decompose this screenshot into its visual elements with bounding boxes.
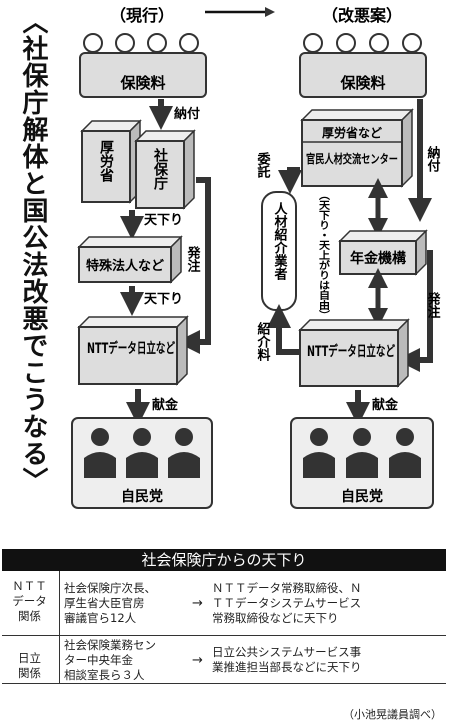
proposal-column: （改悪案） 保険料 納付 厚労省など 官民人材交流センター 委託 人材紹介業者 … — [255, 6, 442, 509]
table-row-2-to-line-2: 業推進担当部長などに天下り — [212, 660, 362, 674]
current-amakudari-label-1: 天下り — [144, 213, 183, 228]
table-row-1-to: ＮＴＴデータ常務取締役、Ｎ ＴＴデータシステムサービス 常務取締役などに天下り — [212, 581, 446, 626]
proposal-ldp-label: 自民党 — [341, 488, 383, 505]
current-sia-box — [134, 129, 196, 210]
current-ldp-members-icon — [84, 428, 200, 478]
proposal-mhlw-box — [300, 108, 414, 188]
current-sia-label: 社保庁 — [152, 147, 169, 191]
table-row-2-org-line-2: 関係 — [18, 666, 41, 680]
current-header: （現行） — [110, 6, 174, 25]
current-special-corp-box — [77, 235, 183, 284]
table-bottom-border — [2, 683, 446, 684]
table-row-2-from-line-3: 相談室長ら３人 — [64, 668, 145, 682]
current-column: （現行） 保険料 納付 厚労省 社保庁 天下り — [71, 6, 213, 509]
current-amakudari-label-2: 天下り — [144, 292, 183, 307]
table-row-1-org: ＮＴＴ データ 関係 — [2, 579, 57, 624]
table-row-1-org-line-1: ＮＴＴ — [12, 579, 47, 593]
table-row-1-to-line-2: ＴＴデータシステムサービス — [212, 596, 362, 610]
current-special-corp-label: 特殊法人など — [86, 258, 164, 274]
proposal-donation-label: 献金 — [372, 397, 399, 413]
proposal-header: （改悪案） — [322, 6, 402, 25]
proposal-entrust-arrow — [278, 167, 302, 194]
table-row-2-to-line-1: 日立公共システムサービス事 — [212, 645, 362, 659]
proposal-vendors-box — [298, 318, 410, 388]
citizens-icon — [83, 33, 199, 53]
table-row-divider — [2, 635, 446, 636]
table-row-1-org-line-2: データ — [12, 594, 47, 608]
current-mhlw-label: 厚労省 — [98, 140, 115, 183]
current-ldp-label: 自民党 — [121, 488, 163, 505]
table-row-1-from-line-1: 社会保険庁次長、 — [64, 581, 156, 595]
table-row-1-from-line-2: 厚生省大臣官房 — [64, 596, 145, 610]
proposal-free-note: （天下り・天上がりは自由） — [318, 190, 332, 320]
current-premium-label: 保険料 — [119, 74, 165, 92]
table-row-1-to-line-3: 常務取締役などに天下り — [212, 611, 339, 625]
table-row-2-from-line-1: 社会保険業務セン — [64, 638, 156, 652]
proposal-pay-label: 納付 — [425, 145, 441, 173]
current-order-label: 発注 — [185, 245, 202, 273]
proposal-center-label: 官民人材交流センター — [306, 151, 398, 166]
table-row-1-from: 社会保険庁次長、 厚生省大臣官房 審議官ら12人 — [64, 581, 192, 626]
proposal-pension-org-label: 年金機構 — [350, 250, 406, 267]
table-title: 社会保険庁からの天下り — [2, 549, 446, 571]
current-vendors-label: NTTデータ日立など — [87, 340, 175, 357]
proposal-ldp-members-icon — [303, 428, 421, 478]
table-row-2-org: 日立 関係 — [2, 651, 57, 681]
table-row-1-org-line-3: 関係 — [18, 609, 41, 623]
table-row-1-arrow: → — [192, 596, 203, 611]
proposal-premium-box — [299, 52, 427, 98]
diagram: 〈社保庁解体と国公法改悪でこうなる〉 （現行） 保険料 納付 厚労省 社保庁 天… — [18, 6, 442, 509]
proposal-premium-label: 保険料 — [339, 74, 385, 92]
current-donation-label: 献金 — [152, 397, 179, 413]
source-credit: （小池晃議員調べ） — [343, 708, 442, 721]
proposal-vendors-label: NTTデータ日立など — [307, 343, 395, 360]
proposal-citizens-icon — [303, 33, 422, 53]
side-title: 〈社保庁解体と国公法改悪でこうなる〉 — [18, 8, 49, 494]
table-column-divider — [59, 571, 60, 683]
table-row-2-from-line-2: ター中央年金 — [64, 653, 133, 667]
current-vendors-box — [77, 315, 189, 386]
proposal-referral-arrow — [267, 304, 300, 355]
amakudari-table: 社会保険庁からの天下り ＮＴＴ データ 関係 社会保険庁次長、 厚生省大臣官房 … — [2, 549, 446, 701]
current-order-arrow — [196, 177, 211, 345]
proposal-order-label: 発注 — [425, 291, 442, 319]
proposal-entrust-label: 委託 — [255, 151, 272, 179]
proposal-mhlw-label: 厚労省など — [322, 125, 382, 140]
proposal-referral-label: 紹介料 — [255, 321, 272, 362]
proposal-agency-label: 人材紹介業者 — [272, 201, 289, 281]
table-row-2-org-line-1: 日立 — [18, 651, 41, 665]
proposal-pension-org-box — [338, 229, 428, 276]
table-row-2-from: 社会保険業務セン ター中央年金 相談室長ら３人 — [64, 638, 192, 683]
table-row-1-from-line-3: 審議官ら12人 — [64, 611, 137, 625]
current-premium-box — [79, 52, 207, 98]
table-row-2-arrow: → — [192, 653, 203, 668]
table-row-1-to-line-1: ＮＴＴデータ常務取締役、Ｎ — [212, 581, 362, 595]
table-row-2-to: 日立公共システムサービス事 業推進担当部長などに天下り — [212, 645, 446, 675]
current-mhlw-box — [80, 119, 142, 204]
current-pay-label: 納付 — [174, 106, 200, 122]
